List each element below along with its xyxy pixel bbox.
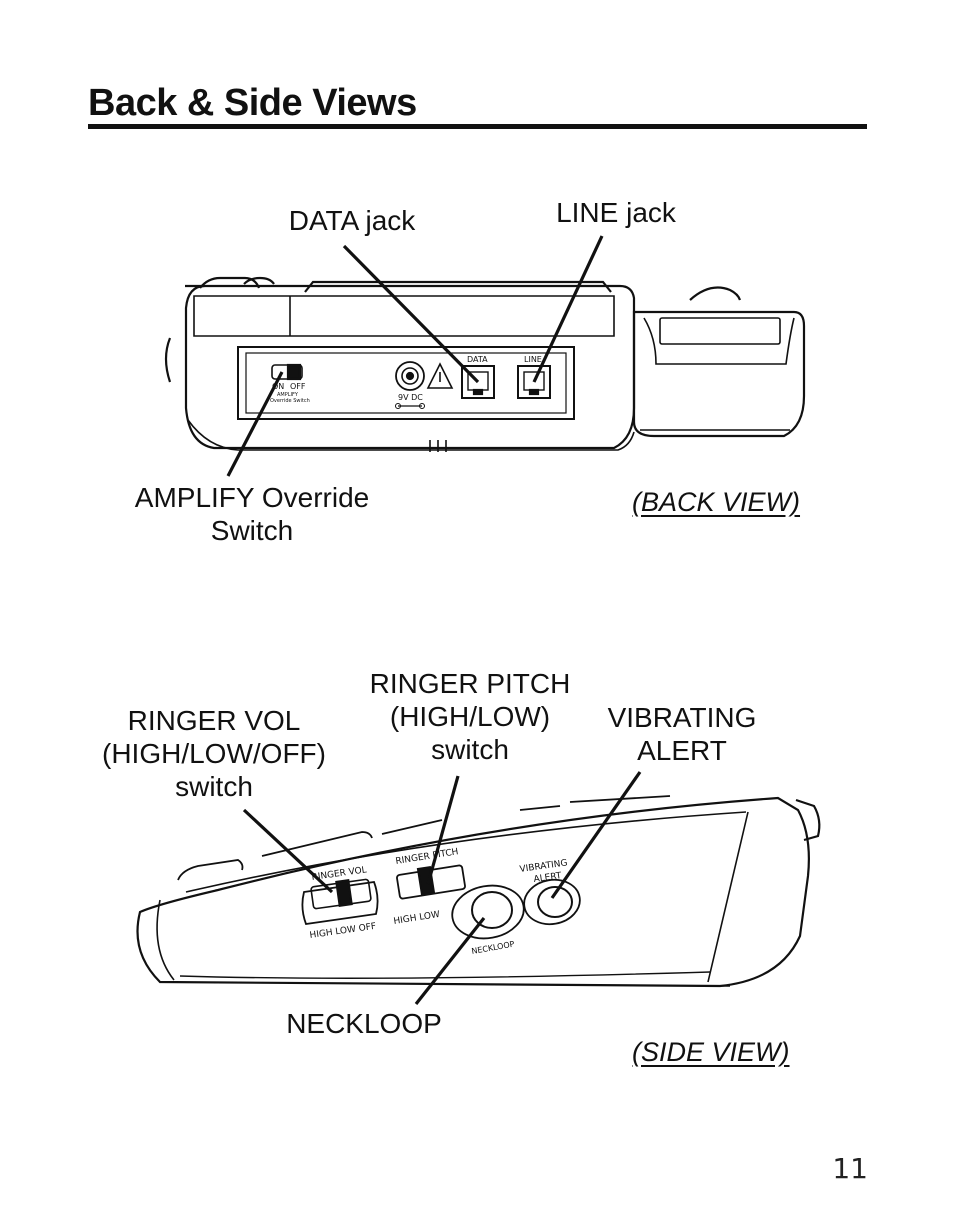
side-view-illustration bbox=[136, 771, 821, 1005]
device-label-amplify: AMPLIFY bbox=[277, 392, 299, 398]
device-label-alert: ALERT bbox=[533, 871, 563, 885]
callout-ringer-pitch: RINGER PITCH (HIGH/LOW) switch bbox=[369, 668, 571, 765]
device-label-on: ON bbox=[272, 382, 284, 391]
back-view-label: (BACK VIEW) bbox=[632, 487, 801, 517]
device-label-neckloop: NECKLOOP bbox=[471, 940, 516, 956]
callout-ringer-vol: RINGER VOL (HIGH/LOW/OFF) switch bbox=[102, 705, 326, 802]
callout-line-jack: LINE jack bbox=[556, 197, 676, 228]
device-label-pitch-positions: HIGH LOW bbox=[393, 910, 441, 927]
back-view-illustration bbox=[164, 235, 806, 477]
page-title: Back & Side Views bbox=[88, 82, 417, 124]
device-label-off: OFF bbox=[290, 382, 306, 391]
callout-neckloop: NECKLOOP bbox=[286, 1008, 442, 1039]
title-rule bbox=[88, 124, 867, 129]
callout-vibrating-alert: VIBRATING ALERT bbox=[607, 702, 757, 766]
page-number: 11 bbox=[832, 1152, 868, 1185]
device-label-power: 9V DC bbox=[398, 393, 423, 402]
back-view-device-labels: DATA LINE ON OFF AMPLIFY Override Switch… bbox=[270, 355, 542, 404]
callout-amplify-switch: AMPLIFY Override Switch bbox=[134, 482, 370, 546]
device-label-vol-positions: HIGH LOW OFF bbox=[309, 922, 377, 941]
device-label-data: DATA bbox=[467, 355, 488, 364]
side-view-label: (SIDE VIEW) bbox=[632, 1037, 790, 1067]
callout-data-jack: DATA jack bbox=[288, 205, 416, 236]
device-label-override: Override Switch bbox=[270, 398, 310, 404]
device-label-line: LINE bbox=[524, 355, 542, 364]
